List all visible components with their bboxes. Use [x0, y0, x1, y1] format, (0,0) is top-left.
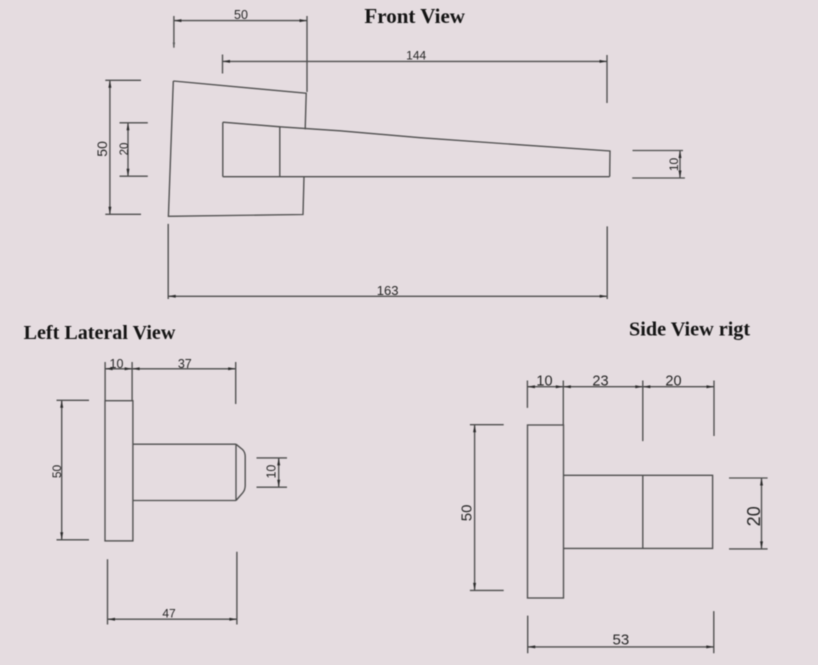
svg-text:Left Lateral View: Left Lateral View [24, 322, 176, 344]
svg-text:20: 20 [744, 506, 764, 526]
svg-text:144: 144 [406, 49, 426, 63]
svg-text:10: 10 [265, 465, 279, 479]
svg-text:10: 10 [536, 373, 552, 389]
svg-text:20: 20 [665, 373, 681, 389]
svg-text:50: 50 [50, 465, 64, 479]
svg-text:10: 10 [110, 357, 124, 371]
svg-text:10: 10 [667, 158, 681, 172]
svg-text:50: 50 [234, 8, 248, 22]
svg-text:50: 50 [94, 141, 110, 157]
svg-text:Side View rigt: Side View rigt [629, 319, 750, 341]
svg-text:47: 47 [162, 606, 176, 620]
svg-text:163: 163 [377, 283, 399, 298]
svg-text:37: 37 [178, 357, 192, 371]
svg-text:Front View: Front View [364, 4, 465, 28]
svg-text:20: 20 [119, 143, 131, 156]
svg-text:23: 23 [592, 373, 608, 389]
svg-text:53: 53 [613, 632, 630, 649]
svg-text:50: 50 [458, 505, 475, 522]
